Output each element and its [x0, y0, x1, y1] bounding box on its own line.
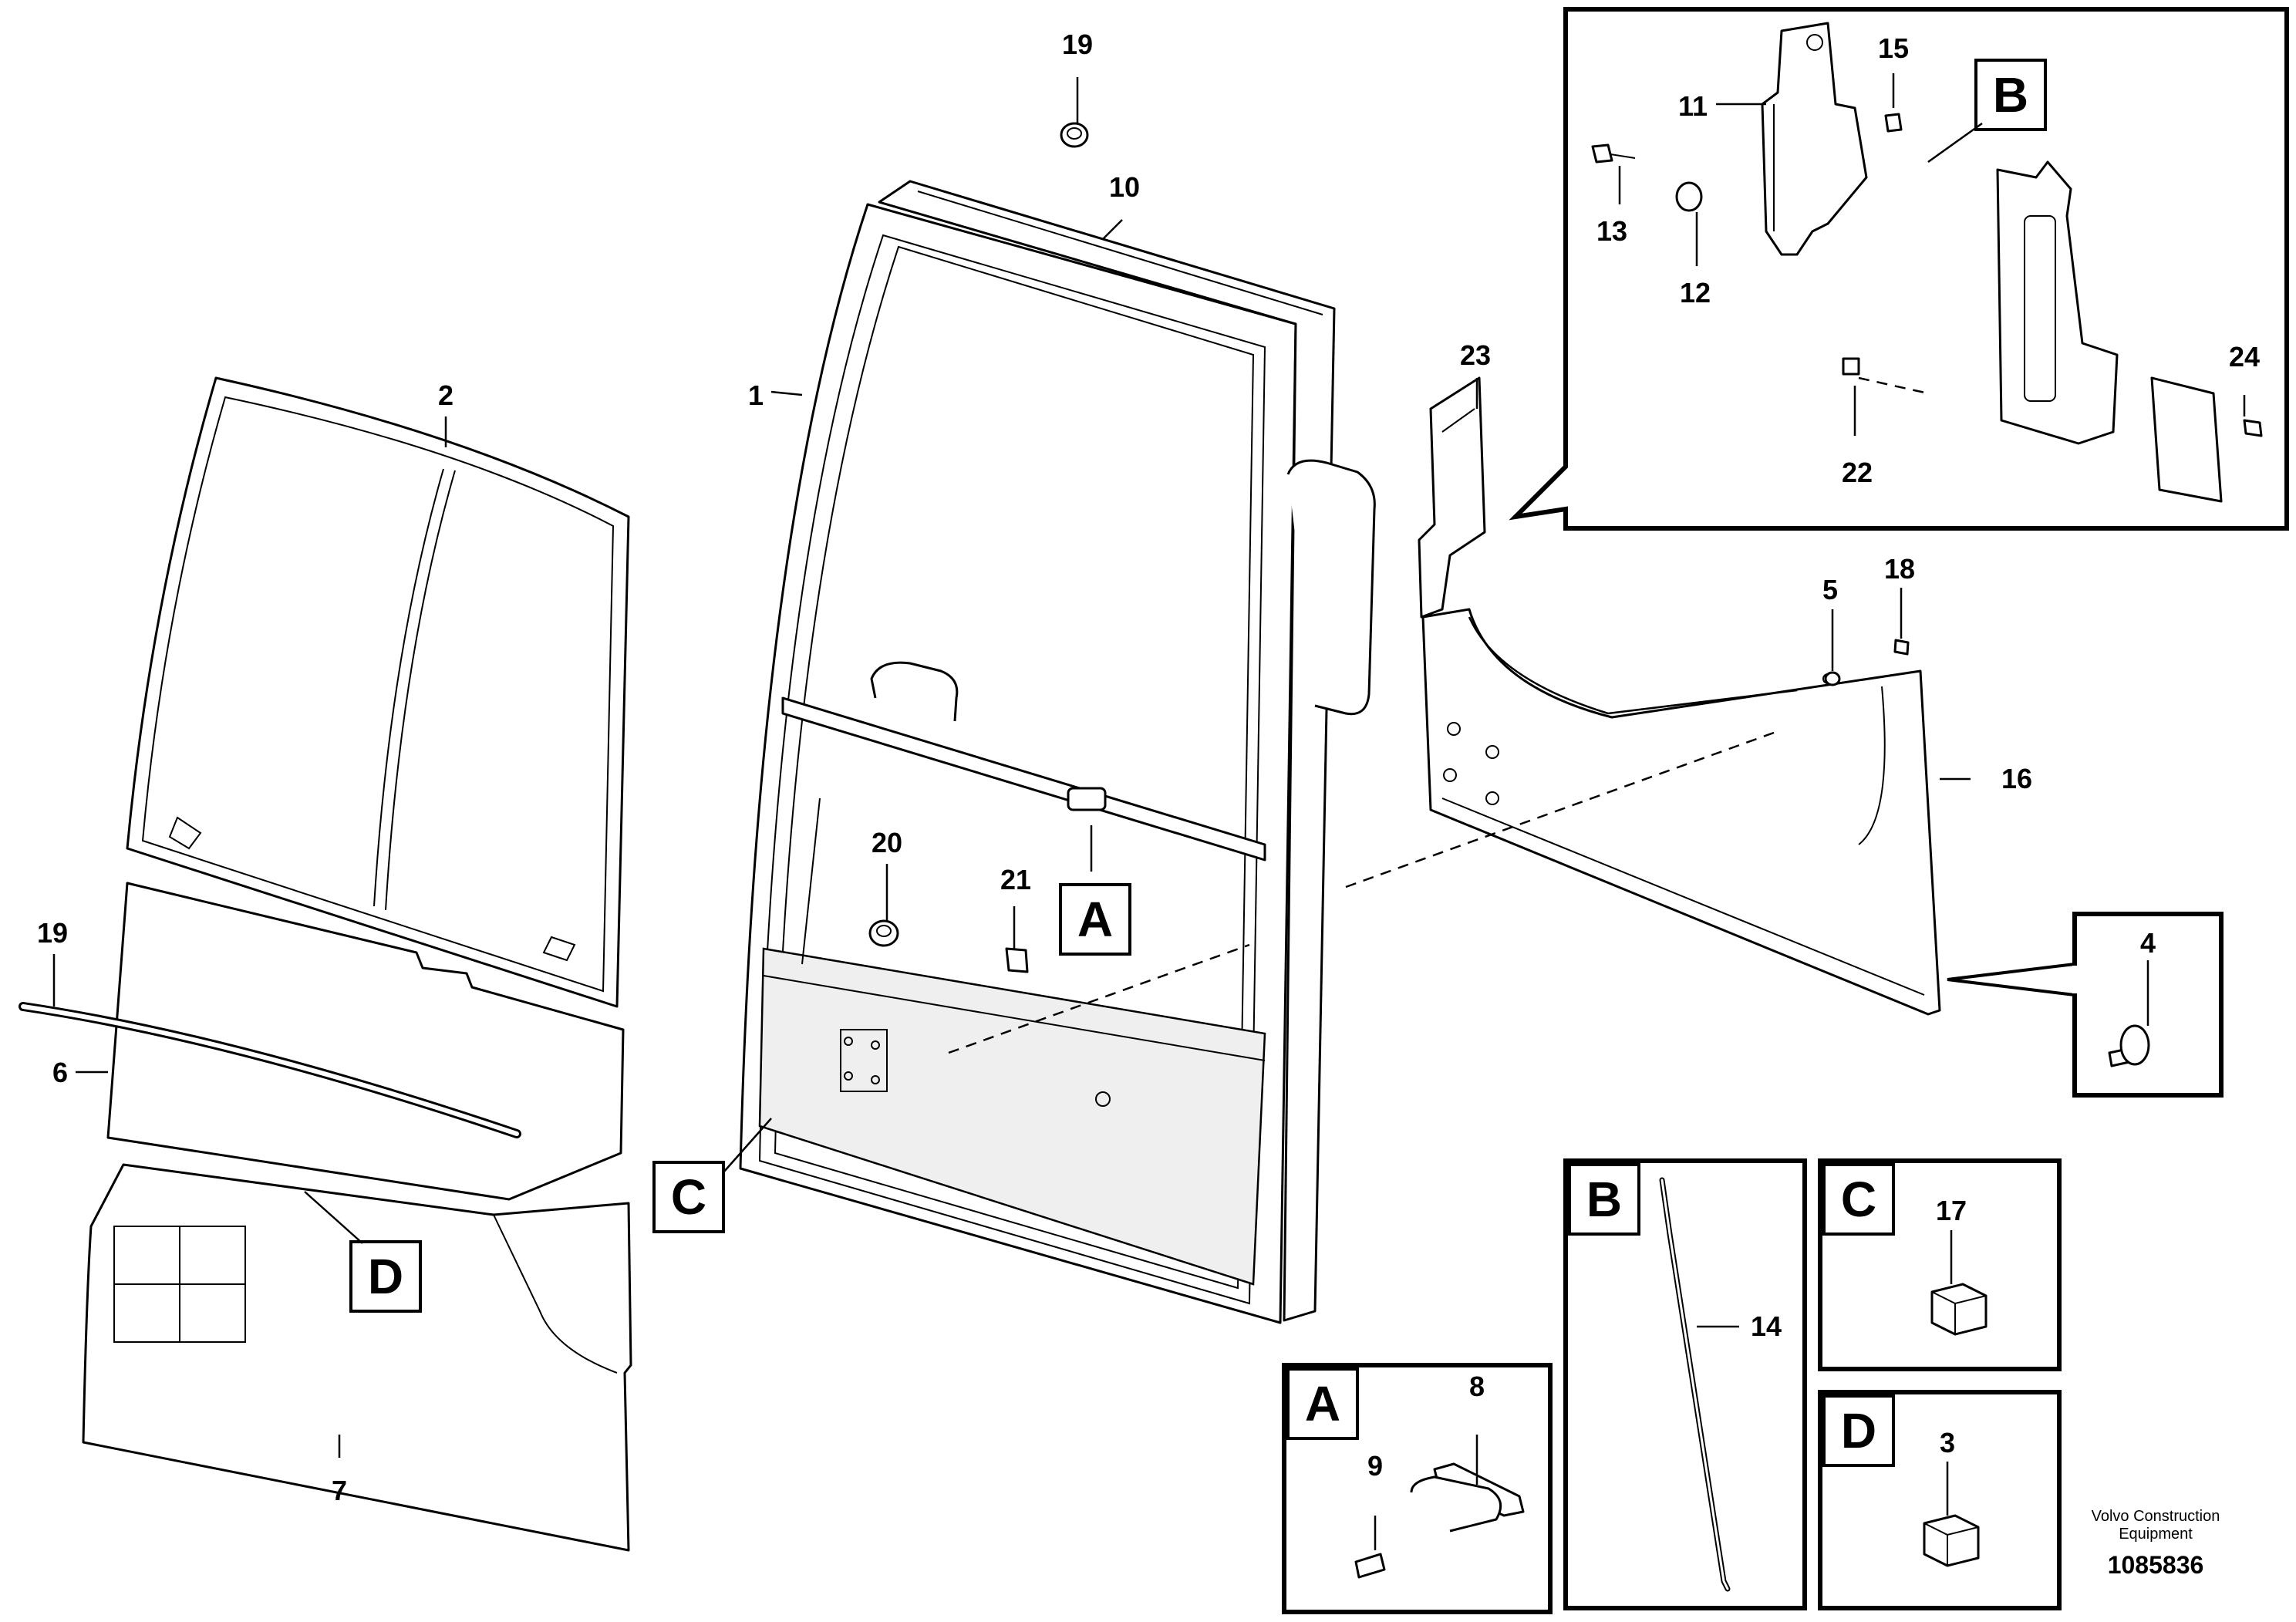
svg-text:C: C: [1841, 1172, 1876, 1227]
detail-view-A: A: [1282, 1363, 1553, 1614]
part-6-lower-glass: [106, 882, 625, 1201]
detail-view-B: B: [1509, 7, 2289, 531]
part-5-washer: [1824, 671, 1841, 686]
part-23-lock-bracket: [1418, 376, 1486, 619]
svg-text:B: B: [1993, 67, 2028, 123]
drawing-number: 1085836: [2108, 1551, 2204, 1579]
detail-view-4: [1947, 912, 2224, 1098]
part-1-door-frame: [739, 180, 1376, 1324]
label-20-upper: 19: [1062, 29, 1093, 60]
label-3: 3: [1940, 1427, 1955, 1458]
label-12: 12: [1680, 277, 1711, 309]
label-17: 17: [1936, 1195, 1967, 1226]
label-18: 18: [1884, 553, 1915, 585]
svg-text:A: A: [1077, 892, 1113, 947]
label-8: 8: [1469, 1371, 1485, 1402]
svg-text:D: D: [1841, 1403, 1876, 1458]
callout-box-A: A: [1059, 883, 1131, 956]
label-24: 24: [2229, 341, 2260, 373]
detail-view-D: D: [1818, 1390, 2062, 1610]
label-15: 15: [1878, 32, 1909, 64]
callout-box-C: C: [652, 1118, 772, 1233]
label-20-lower: 20: [872, 827, 902, 858]
label-6: 6: [52, 1057, 68, 1088]
label-10: 10: [1109, 171, 1140, 203]
assembly-line-16: [1345, 731, 1775, 889]
svg-text:B: B: [1586, 1172, 1622, 1227]
company-line-1: Volvo Construction: [2092, 1508, 2220, 1525]
label-14: 14: [1751, 1310, 1782, 1342]
detail-view-C: C: [1818, 1158, 2062, 1371]
detail-view-B-rod: B: [1563, 1158, 1807, 1610]
part-18-screw: [1893, 639, 1910, 656]
svg-text:D: D: [368, 1249, 403, 1304]
label-11: 11: [1678, 90, 1708, 122]
label-4: 4: [2140, 927, 2156, 959]
assembly-line-panel: [948, 943, 1250, 1054]
label-2: 2: [438, 379, 453, 411]
footer-caption: Volvo Construction Equipment 1085836: [2092, 1508, 2220, 1579]
part-20-cap-nut-upper: [1060, 122, 1089, 148]
part-7-interior-panel: [82, 1163, 632, 1552]
label-22: 22: [1842, 457, 1873, 488]
svg-text:C: C: [671, 1169, 706, 1225]
label-1: 1: [748, 379, 764, 411]
callout-box-D: D: [304, 1191, 422, 1313]
part-16-inner-door-panel: [1421, 608, 1941, 1016]
label-16: 16: [2001, 763, 2032, 794]
leader-lines: [52, 77, 1971, 1458]
company-line-2: Equipment: [2119, 1526, 2193, 1543]
label-7: 7: [332, 1475, 347, 1506]
label-21: 21: [1000, 864, 1031, 895]
label-9: 9: [1367, 1450, 1383, 1482]
part-number-labels: 19 10 1 2 20 21 19 6 7 23 5 18 16 4 11 1…: [37, 29, 2260, 1506]
label-13: 13: [1596, 215, 1627, 247]
part-21-clip: [1005, 947, 1029, 973]
part-20-cap-nut-lower: [868, 919, 899, 947]
label-23: 23: [1460, 339, 1491, 371]
label-19: 19: [37, 917, 68, 949]
label-5: 5: [1822, 574, 1838, 605]
part-2-window-glass: [126, 376, 630, 1008]
part-19-seal-strip: [19, 1002, 521, 1138]
svg-text:A: A: [1305, 1376, 1340, 1431]
